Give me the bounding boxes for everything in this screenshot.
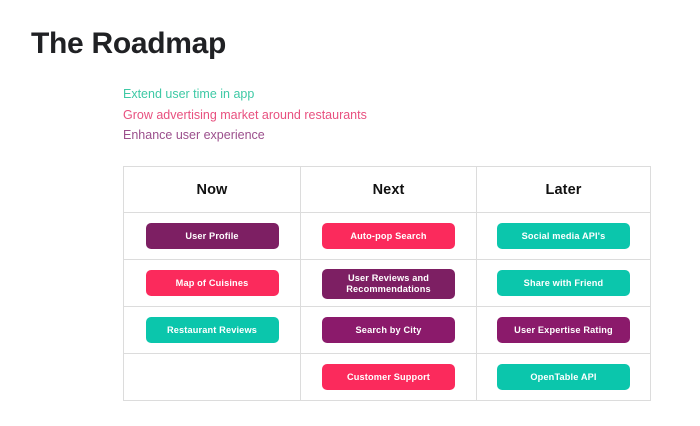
roadmap-item-pill[interactable]: Share with Friend (497, 270, 630, 296)
table-cell-next-3: Search by City (300, 306, 477, 354)
table-cell-next-4: Customer Support (300, 353, 477, 401)
table-cell-next-2: User Reviews and Recommendations (300, 259, 477, 307)
goal-line-1: Extend user time in app (123, 87, 255, 101)
roadmap-table-head: Now Next Later (123, 166, 651, 213)
table-cell-now-3: Restaurant Reviews (123, 306, 301, 354)
roadmap-table-body: User Profile Auto-pop Search Social medi… (123, 212, 651, 401)
column-header-next: Next (300, 166, 477, 213)
table-cell-later-2: Share with Friend (476, 259, 651, 307)
roadmap-item-pill[interactable]: Auto-pop Search (322, 223, 455, 249)
table-row: Customer Support OpenTable API (123, 353, 651, 401)
table-cell-now-2: Map of Cuisines (123, 259, 301, 307)
roadmap-item-pill[interactable]: User Reviews and Recommendations (322, 268, 455, 299)
goal-line-2: Grow advertising market around restauran… (123, 107, 367, 122)
roadmap-item-pill[interactable]: Map of Cuisines (145, 270, 279, 296)
table-cell-later-3: User Expertise Rating (476, 306, 651, 354)
table-cell-next-1: Auto-pop Search (300, 212, 477, 260)
goals-list: Extend user time in app Grow advertising… (123, 84, 553, 146)
roadmap-item-pill[interactable]: User Expertise Rating (497, 317, 630, 343)
table-header-row: Now Next Later (123, 166, 651, 213)
roadmap-item-pill[interactable]: Restaurant Reviews (145, 317, 279, 343)
table-cell-later-1: Social media API's (476, 212, 651, 260)
empty-cell-placeholder (146, 362, 279, 388)
roadmap-item-pill[interactable]: User Profile (145, 223, 279, 249)
table-cell-now-1: User Profile (123, 212, 301, 260)
roadmap-item-pill[interactable]: OpenTable API (497, 364, 630, 390)
roadmap-item-pill[interactable]: Social media API's (497, 223, 630, 249)
roadmap-item-pill[interactable]: Search by City (322, 317, 455, 343)
column-header-later: Later (476, 166, 651, 213)
table-row: User Profile Auto-pop Search Social medi… (123, 212, 651, 260)
table-cell-later-4: OpenTable API (476, 353, 651, 401)
column-header-now: Now (123, 166, 301, 213)
table-row: Restaurant Reviews Search by City User E… (123, 306, 651, 354)
roadmap-item-pill[interactable]: Customer Support (322, 364, 455, 390)
goal-line-3: Enhance user experience (123, 128, 265, 142)
table-row: Map of Cuisines User Reviews and Recomme… (123, 259, 651, 307)
table-cell-now-4 (123, 353, 301, 401)
page-title: The Roadmap (31, 27, 227, 60)
roadmap-table: Now Next Later User Profile Auto-pop Sea… (123, 166, 651, 401)
